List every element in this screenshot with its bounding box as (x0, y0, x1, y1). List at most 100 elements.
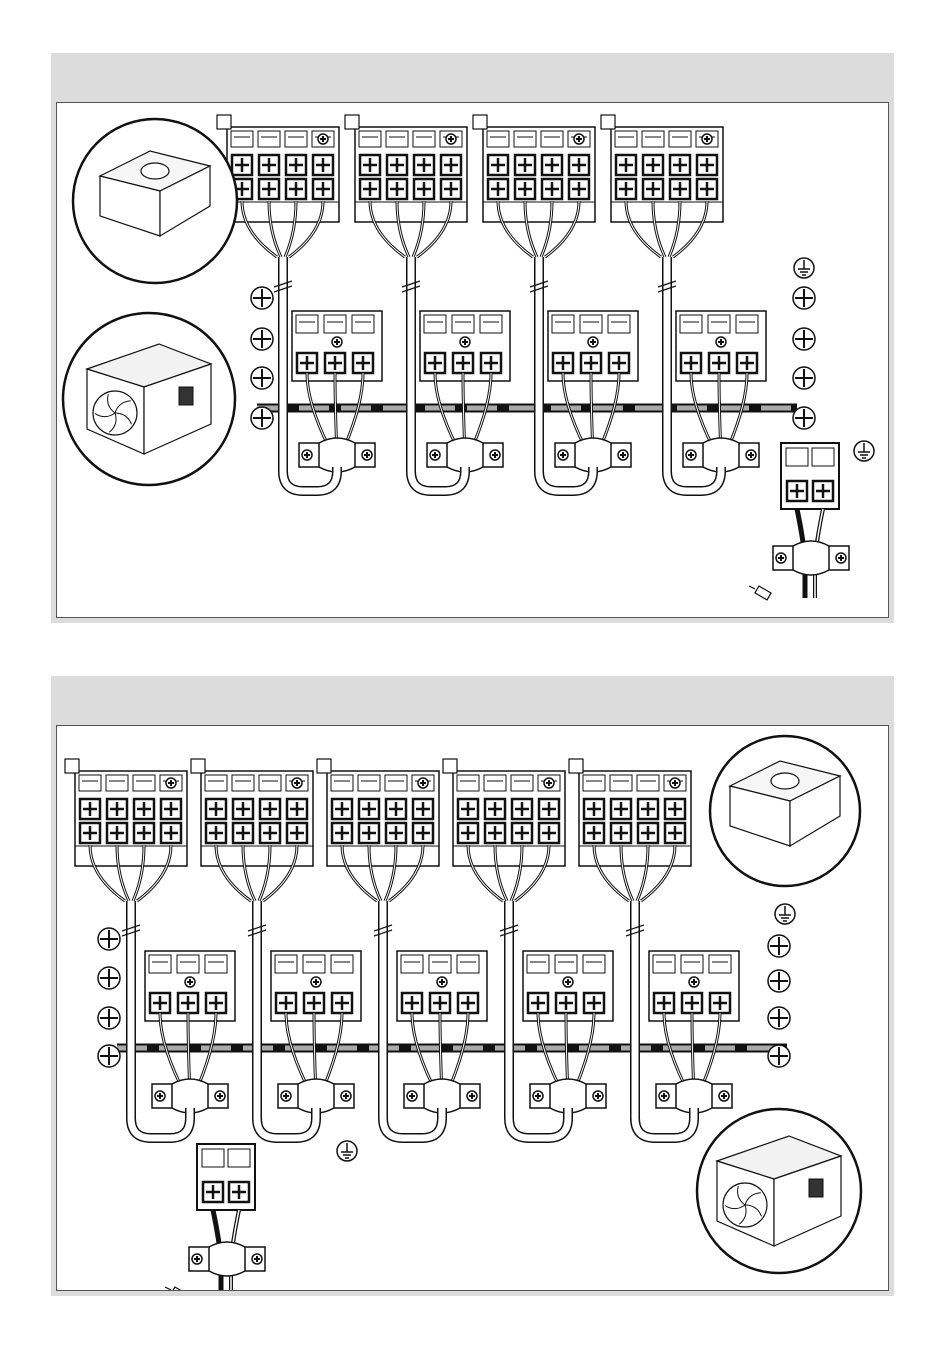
screw-terminal-icon (407, 1091, 417, 1101)
cassette-grille-icon (771, 773, 799, 789)
screw-terminal-icon (793, 287, 815, 309)
terminal-screw-icon (260, 823, 280, 843)
screw-terminal-icon (746, 450, 756, 460)
terminal-screw-icon (539, 823, 559, 843)
service-valve-icon (179, 387, 193, 405)
screw-terminal-icon (251, 328, 273, 350)
screw-terminal-icon (574, 134, 584, 144)
plug-icon (165, 1287, 187, 1290)
outdoor-unit-callout (63, 313, 235, 485)
screw-terminal-icon (776, 553, 786, 563)
terminal-screw-icon (569, 155, 589, 175)
terminal-screw-icon (150, 993, 170, 1013)
terminal-screw-icon (332, 823, 352, 843)
terminal-screw-icon (206, 993, 226, 1013)
terminal-screw-icon (512, 823, 532, 843)
terminal-screw-icon (488, 155, 508, 175)
terminal-screw-icon (232, 155, 252, 175)
terminal-screw-icon (387, 179, 407, 199)
terminal-screw-icon (134, 799, 154, 819)
indoor-terminal-block (345, 115, 467, 257)
terminal-screw-icon (515, 155, 535, 175)
screw-terminal-icon (215, 1091, 225, 1101)
terminal-screw-icon (178, 993, 198, 1013)
indoor-unit-callout (73, 119, 237, 283)
outdoor-terminal-block (523, 951, 613, 1021)
terminal-screw-icon (229, 1182, 249, 1202)
terminal-screw-icon (286, 179, 306, 199)
screw-terminal-icon (793, 407, 815, 429)
terminal-screw-icon (584, 799, 604, 819)
terminal-screw-icon (413, 799, 433, 819)
indoor-terminal-block (473, 115, 595, 257)
cable-clamp (152, 1079, 228, 1113)
screw-terminal-icon (490, 450, 500, 460)
terminal-screw-icon (413, 823, 433, 843)
ground-icon (854, 441, 874, 461)
screw-terminal-icon (768, 970, 790, 992)
screw-terminal-icon (155, 1091, 165, 1101)
indoor-terminal-block (443, 759, 565, 901)
outdoor-terminal-block (420, 311, 510, 381)
screw-terminal-icon (166, 778, 176, 788)
terminal-screw-icon (353, 353, 373, 373)
outdoor-terminal-block (649, 951, 739, 1021)
screw-terminal-icon (437, 977, 447, 987)
terminal-screw-icon (325, 353, 345, 373)
cable-clamp (555, 438, 631, 472)
terminal-screw-icon (616, 179, 636, 199)
indoor-terminal-block (601, 115, 723, 257)
cable-clamp (427, 438, 503, 472)
terminal-screw-icon (414, 155, 434, 175)
terminal-screw-icon (553, 353, 573, 373)
terminal-screw-icon (670, 179, 690, 199)
terminal-screw-icon (584, 993, 604, 1013)
cable-clamp (683, 438, 759, 472)
terminal-screw-icon (542, 155, 562, 175)
terminal-screw-icon (654, 993, 674, 1013)
terminal-screw-icon (134, 823, 154, 843)
outdoor-terminal-block (271, 951, 361, 1021)
screw-terminal-icon (563, 977, 573, 987)
screw-terminal-icon (793, 328, 815, 350)
terminal-screw-icon (737, 353, 757, 373)
terminal-screw-icon (386, 799, 406, 819)
screw-terminal-icon (659, 1091, 669, 1101)
outdoor-terminal-block (548, 311, 638, 381)
terminal-screw-icon (787, 481, 807, 501)
screw-terminal-icon (192, 1254, 202, 1264)
outdoor-terminal-block (397, 951, 487, 1021)
terminal-screw-icon (359, 823, 379, 843)
indoor-terminal-block (317, 759, 439, 901)
screw-terminal-icon (185, 977, 195, 987)
wiring-diagram-area (56, 725, 889, 1291)
terminal-screw-icon (682, 993, 702, 1013)
screw-terminal-icon (689, 977, 699, 987)
screw-terminal-icon (98, 928, 120, 950)
screw-terminal-icon (251, 407, 273, 429)
screw-terminal-icon (430, 450, 440, 460)
wiring-panel-5-units (51, 676, 894, 1296)
terminal-screw-icon (360, 155, 380, 175)
screw-terminal-icon (670, 778, 680, 788)
terminal-screw-icon (206, 823, 226, 843)
terminal-screw-icon (458, 823, 478, 843)
terminal-screw-icon (386, 823, 406, 843)
terminal-screw-icon (402, 993, 422, 1013)
terminal-screw-icon (697, 179, 717, 199)
terminal-screw-icon (161, 799, 181, 819)
screw-terminal-icon (446, 134, 456, 144)
wiring-panel-4-units (51, 53, 894, 623)
terminal-screw-icon (643, 155, 663, 175)
screw-terminal-icon (836, 553, 846, 563)
terminal-screw-icon (665, 823, 685, 843)
terminal-screw-icon (638, 799, 658, 819)
indoor-terminal-block (65, 759, 187, 901)
terminal-screw-icon (813, 481, 833, 501)
plug-icon (749, 586, 771, 600)
terminal-screw-icon (259, 155, 279, 175)
terminal-screw-icon (332, 993, 352, 1013)
screw-terminal-icon (686, 450, 696, 460)
wiring-diagram-5-units-svg (57, 726, 888, 1290)
terminal-screw-icon (80, 823, 100, 843)
